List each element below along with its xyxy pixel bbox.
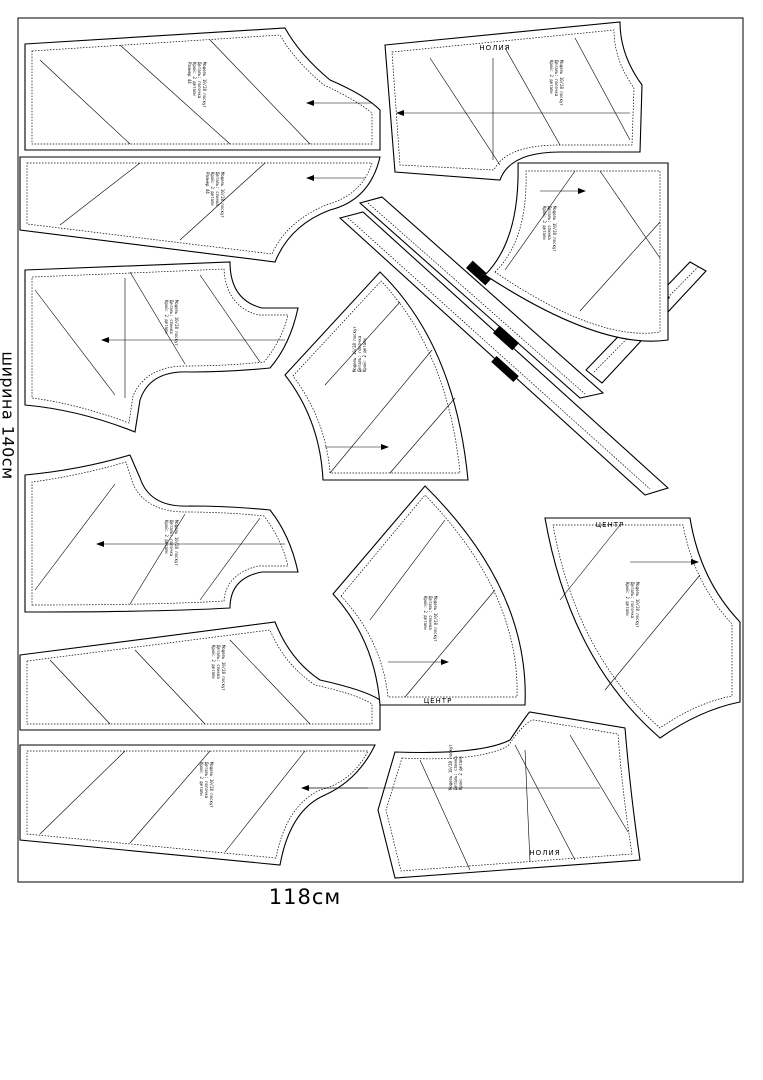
svg-text:Модель 10/28 лоскут Дета: Модель 10/28 лоскут Деталь: полочка Крой… — [187, 62, 207, 110]
pattern-piece-3 — [24, 261, 299, 433]
svg-text:Модель 10/28 лоскут Дета: Модель 10/28 лоскут Деталь: спинка Крой:… — [423, 596, 438, 644]
center-mark-lower: ЦЕНТР — [424, 697, 453, 705]
svg-text:Модель 10/28 лоскут Дета: Модель 10/28 лоскут Деталь: спинка Крой:… — [542, 206, 557, 254]
svg-text:Модель 10/28 лоскут Дета: Модель 10/28 лоскут Деталь: полочка Крой… — [352, 324, 367, 372]
svg-text:Модель 10/28 лоскут Дета: Модель 10/28 лоскут Деталь: спинка Крой:… — [448, 742, 463, 790]
svg-text:Модель 10/28 лоскут Дета: Модель 10/28 лоскут Деталь: спинка Крой:… — [164, 300, 179, 348]
fold-mark-bottom: НОЛИЯ — [529, 849, 560, 857]
pattern-piece-5 — [19, 621, 381, 731]
pattern-piece-12: НОЛИЯ — [305, 711, 641, 879]
pattern-piece-6 — [19, 744, 376, 866]
fabric-length-label: 118см — [268, 885, 342, 909]
binding-strip-1 — [338, 211, 670, 496]
pattern-piece-11: ЦЕНТР — [544, 517, 741, 739]
binding-strip-2 — [358, 196, 605, 399]
pattern-piece-8: ЦЕНТР — [332, 485, 526, 706]
svg-text:Модель 10/28 лоскут Дета: Модель 10/28 лоскут Деталь: полочка Крой… — [164, 520, 179, 568]
pattern-piece-1 — [24, 27, 381, 151]
svg-text:Модель 10/28 лоскут Дета: Модель 10/28 лоскут Деталь: полочка Крой… — [549, 60, 564, 108]
pattern-piece-7 — [284, 271, 469, 481]
svg-text:Модель 10/28 лоскут Дета: Модель 10/28 лоскут Деталь: полочка Крой… — [625, 582, 640, 630]
svg-text:Модель 10/28 лоскут Дета: Модель 10/28 лоскут Деталь: полочка Крой… — [199, 762, 214, 810]
center-mark-right: ЦЕНТР — [596, 521, 625, 529]
pattern-piece-10 — [484, 162, 669, 342]
pattern-piece-9: НОЛИЯ — [384, 21, 643, 181]
pattern-piece-2 — [19, 156, 381, 263]
svg-text:Модель 10/28 лоскут Дета: Модель 10/28 лоскут Деталь: спинка Крой:… — [205, 172, 225, 220]
fabric-boundary — [17, 17, 744, 883]
pattern-piece-4 — [24, 454, 299, 613]
svg-text:Модель 10/28 лоскут Дета: Модель 10/28 лоскут Деталь: спинка Крой:… — [211, 645, 226, 693]
fold-mark-top: НОЛИЯ — [479, 44, 510, 52]
piece-labels: Модель 10/28 лоскут Деталь: полочка Крой… — [164, 60, 640, 810]
